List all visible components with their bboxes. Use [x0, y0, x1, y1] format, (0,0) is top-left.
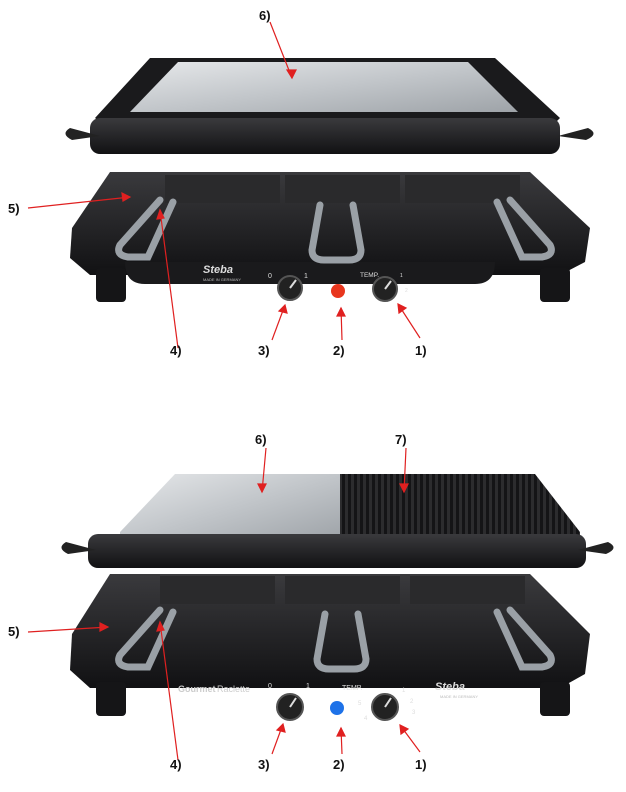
callout-bottom-3: 3)	[258, 757, 270, 772]
callout-bottom-4: 4)	[170, 757, 182, 772]
callout-top-4: 4)	[170, 343, 182, 358]
switch-off-label: 0	[268, 273, 272, 280]
model-label-regular: Raclette	[217, 684, 250, 694]
callout-bottom-6: 6)	[255, 432, 267, 447]
callout-top-3: 3)	[258, 343, 270, 358]
switch-off-label: 0	[268, 683, 272, 690]
callout-bottom-1: 1)	[415, 757, 427, 772]
stone-and-grill-plate	[61, 474, 614, 568]
callout-bottom-2: 2)	[333, 757, 345, 772]
brand-subtitle: MADE IN GERMANY	[440, 694, 478, 699]
temp-scale-4: 4	[364, 716, 368, 722]
indicator-lamp	[330, 701, 344, 715]
callout-top-5: 5)	[8, 201, 20, 216]
raclette-base-bottom	[70, 574, 590, 716]
callout-bottom-7: 7)	[395, 432, 407, 447]
temp-scale-1: 1	[402, 688, 406, 694]
brand-logo: Steba	[435, 681, 465, 693]
control-panel-bottom: Gourmet Raclette 0 1 TEMP. 1 2 3 4 5 Ste…	[178, 681, 478, 722]
pan-handles-bottom	[115, 606, 555, 673]
temp-scale-2: 2	[410, 699, 414, 705]
temp-label: TEMP.	[360, 272, 379, 279]
callout-top-6: 6)	[259, 8, 271, 23]
stone-plate-top	[65, 58, 594, 154]
brand-subtitle: MADE IN GERMANY	[203, 277, 241, 282]
temp-scale-3: 3	[412, 710, 416, 716]
raclette-diagram-bottom: Gourmet Raclette 0 1 TEMP. 1 2 3 4 5 Ste…	[27, 447, 614, 761]
brand-logo: Steba	[203, 264, 233, 276]
indicator-lamp	[331, 284, 345, 298]
temp-scale-2: 2	[405, 288, 408, 294]
switch-on-label: 1	[304, 273, 308, 280]
callout-arrows-top	[27, 21, 421, 349]
callout-top-1: 1)	[415, 343, 427, 358]
callout-top-2: 2)	[333, 343, 345, 358]
temp-label: TEMP.	[342, 685, 363, 692]
temp-scale-5: 5	[358, 701, 362, 707]
switch-on-label: 1	[306, 683, 310, 690]
raclette-diagram-top: Steba MADE IN GERMANY 0 1 TEMP. 1 2	[27, 21, 594, 349]
callout-arrows-bottom	[27, 447, 421, 761]
temp-scale-1: 1	[400, 273, 403, 279]
control-panel-top: Steba MADE IN GERMANY 0 1 TEMP. 1 2	[203, 264, 408, 302]
callout-bottom-5: 5)	[8, 624, 20, 639]
pan-handles	[115, 196, 555, 264]
model-label-bold: Gourmet	[178, 684, 216, 694]
raclette-base-top	[70, 172, 590, 302]
